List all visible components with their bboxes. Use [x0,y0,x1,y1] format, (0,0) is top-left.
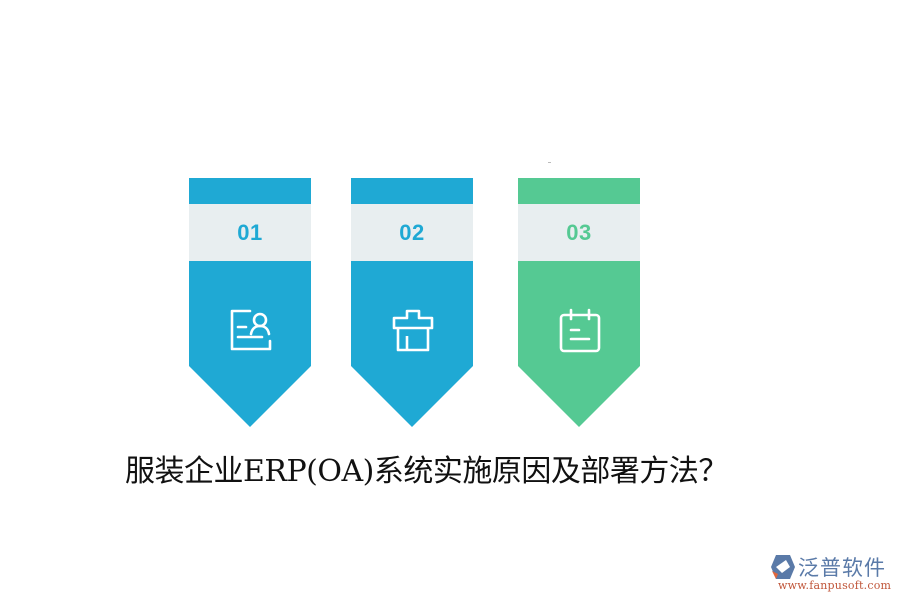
calendar-note-icon [559,308,601,353]
box-building-icon [392,309,434,352]
step-banner-1: 01 [189,178,311,428]
brand-logo[interactable]: 泛普软件 www.fanpusoft.com [768,552,892,594]
step-number: 03 [518,204,640,261]
step-banner-3: 03 [518,178,640,428]
step-banner-2: 02 [351,178,473,428]
stray-dot [548,162,551,163]
step-number: 01 [189,204,311,261]
page-title: 服装企业ERP(OA)系统实施原因及部署方法？ [125,454,728,489]
logo-name: 泛普软件 [798,556,886,580]
logo-mark-icon [771,555,795,579]
profile-card-icon [230,309,272,351]
step-number: 02 [351,204,473,261]
logo-url: www.fanpusoft.com [778,579,892,592]
